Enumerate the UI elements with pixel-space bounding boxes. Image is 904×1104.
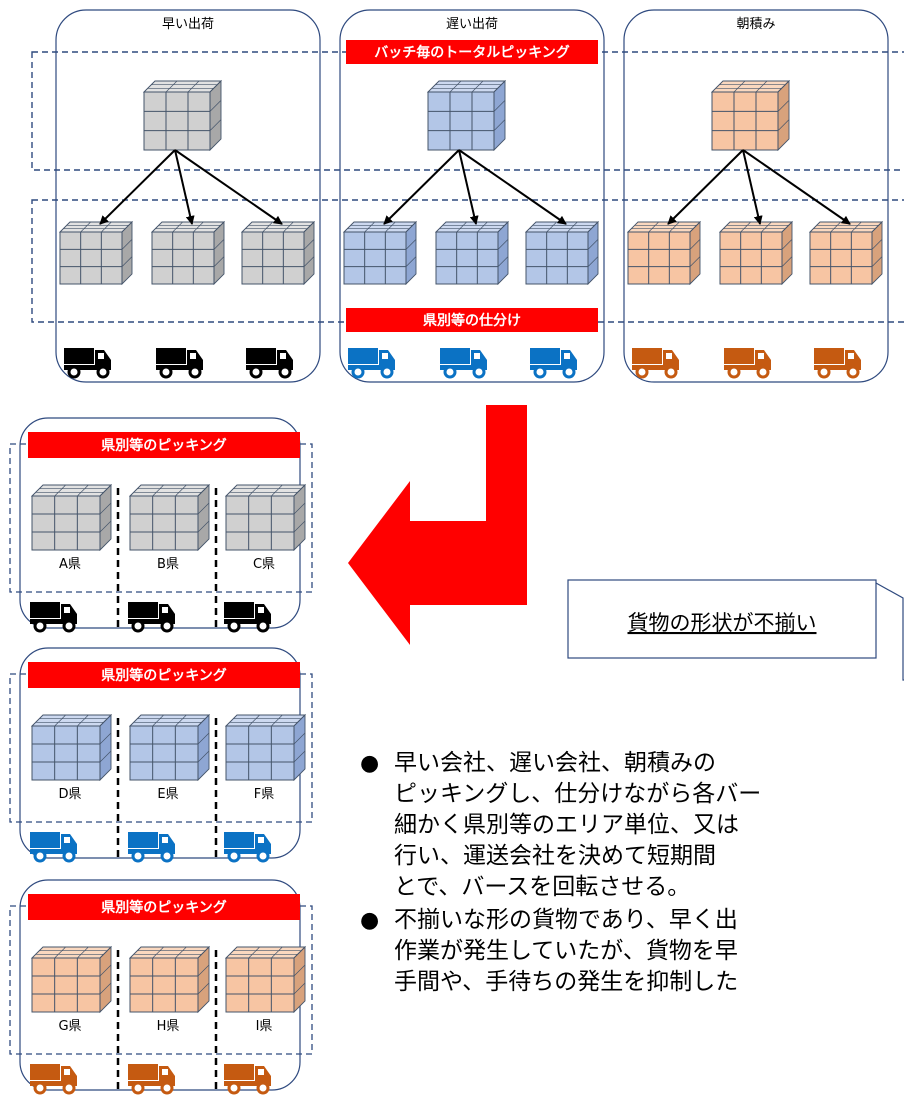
pref-cube-2-1	[30, 713, 113, 782]
top-sorted-cube-1-1	[58, 220, 134, 286]
cubes-layer	[58, 79, 884, 286]
top-arrow-3-1	[667, 149, 744, 225]
batch-picking-text: バッチ毎のトータルピッキング	[374, 44, 570, 61]
pref-truck-1-3	[224, 602, 271, 633]
top-arrow-1-3	[174, 149, 283, 225]
top-arrow-3-2	[742, 149, 763, 225]
top-truck-1-1	[64, 348, 111, 379]
top-arrow-2-2	[458, 149, 479, 225]
pref-cube-1-3	[224, 483, 307, 552]
bullet-1-line-3: 細かく県別等のエリア単位、又は	[394, 812, 739, 838]
top-sorted-cube-3-1	[626, 220, 702, 286]
column-title-morning: 朝積み	[736, 17, 775, 32]
sorting-text: 県別等の仕分け	[423, 312, 521, 329]
top-truck-3-1	[632, 348, 679, 379]
pref-label-1-2: B県	[157, 557, 179, 572]
pref-cube-1-1	[30, 483, 113, 552]
column-late: 遅い出荷	[339, 9, 605, 383]
top-truck-2-1	[348, 348, 395, 379]
bullet-2-line-2: 作業が発生していたが、貨物を早	[394, 938, 738, 964]
pref-truck-2-3	[224, 832, 271, 863]
pref-label-2-3: F県	[254, 787, 274, 802]
callout-text: 貨物の形状が不揃い	[628, 611, 817, 635]
pref-cube-1-2	[128, 483, 211, 552]
pref-cube-3-1	[30, 945, 113, 1014]
batch-picking-label: バッチ毎のトータルピッキング	[346, 40, 598, 64]
top-arrow-2-1	[383, 149, 460, 225]
top-arrow-1-2	[174, 149, 195, 225]
top-sorted-cube-3-2	[718, 220, 794, 286]
sorting-band	[31, 199, 904, 323]
bullet-2-line-3: 手間や、手待ちの発生を抑制した	[394, 969, 739, 995]
sorting-label: 県別等の仕分け	[346, 308, 598, 332]
bullet-2-line-1: 不揃いな形の貨物であり、早く出	[394, 907, 738, 933]
pref-label-3-1: G県	[58, 1019, 81, 1034]
top-truck-1-3	[246, 348, 293, 379]
pref-truck-1-2	[128, 602, 175, 633]
bullet-1-line-1: 早い会社、遅い会社、朝積みの	[394, 750, 716, 776]
top-sorted-cube-3-3	[808, 220, 884, 286]
trucks-layer	[64, 348, 861, 379]
prefecture-group-2: 県別等のピッキング D県 E県 F県	[9, 647, 313, 863]
top-sorted-cube-2-1	[342, 220, 418, 286]
bullet-1-line-2: ピッキングし、仕分けながら各バー	[394, 781, 762, 807]
top-truck-3-2	[724, 348, 771, 379]
pref-truck-3-2	[128, 1064, 175, 1095]
pref-truck-1-1	[30, 602, 77, 633]
pref-cube-3-3	[224, 945, 307, 1014]
pref-label-3-3: I県	[256, 1019, 273, 1034]
top-sorted-cube-1-2	[150, 220, 226, 286]
column-title-late: 遅い出荷	[446, 17, 498, 32]
column-title-early: 早い出荷	[162, 17, 214, 32]
top-arrow-2-3	[458, 149, 567, 225]
pref-label-2-1: D県	[58, 787, 81, 802]
top-batch-cube-2	[426, 79, 507, 152]
pref-picking-label: 県別等のピッキング	[101, 437, 227, 454]
pref-picking-label: 県別等のピッキング	[101, 667, 227, 684]
top-sorted-cube-2-3	[524, 220, 600, 286]
flow-arrow	[348, 405, 527, 645]
top-truck-1-2	[156, 348, 203, 379]
bullet-item-1: 早い会社、遅い会社、朝積みの ピッキングし、仕分けながら各バー 細かく県別等のエ…	[360, 748, 904, 903]
bullet-1-line-5: とで、バースを回転させる。	[394, 874, 691, 900]
pref-cube-2-2	[128, 713, 211, 782]
pref-cube-2-3	[224, 713, 307, 782]
pref-truck-3-3	[224, 1064, 271, 1095]
prefecture-group-1: 県別等のピッキング A県 B県 C県	[9, 417, 313, 633]
top-sorted-cube-1-3	[240, 220, 316, 286]
column-early: 早い出荷	[55, 9, 321, 383]
pref-label-2-2: E県	[157, 787, 178, 802]
top-batch-cube-3	[710, 79, 791, 152]
pref-picking-label: 県別等のピッキング	[101, 899, 227, 916]
pref-label-3-2: H県	[157, 1019, 180, 1034]
bullet-1-line-4: 行い、運送会社を決めて短期間	[394, 843, 716, 869]
top-sorted-cube-2-2	[434, 220, 510, 286]
top-arrow-3-3	[742, 149, 851, 225]
callout: 貨物の形状が不揃い	[567, 579, 904, 681]
top-batch-cube-1	[142, 79, 223, 152]
pref-label-1-1: A県	[59, 557, 81, 572]
pref-truck-2-1	[30, 832, 77, 863]
prefecture-group-3: 県別等のピッキング G県 H県 I県	[9, 879, 313, 1095]
pref-cube-3-2	[128, 945, 211, 1014]
top-truck-2-2	[440, 348, 487, 379]
top-truck-3-3	[814, 348, 861, 379]
column-morning: 朝積み	[623, 9, 889, 383]
pref-truck-3-1	[30, 1064, 77, 1095]
bullet-item-2: 不揃いな形の貨物であり、早く出 作業が発生していたが、貨物を早 手間や、手待ちの…	[360, 905, 904, 998]
bullet-list: 早い会社、遅い会社、朝積みの ピッキングし、仕分けながら各バー 細かく県別等のエ…	[360, 748, 904, 1000]
pref-truck-2-2	[128, 832, 175, 863]
pref-label-1-3: C県	[253, 557, 275, 572]
top-arrow-1-1	[99, 149, 176, 225]
arrows-layer	[99, 149, 851, 225]
top-truck-2-3	[530, 348, 577, 379]
